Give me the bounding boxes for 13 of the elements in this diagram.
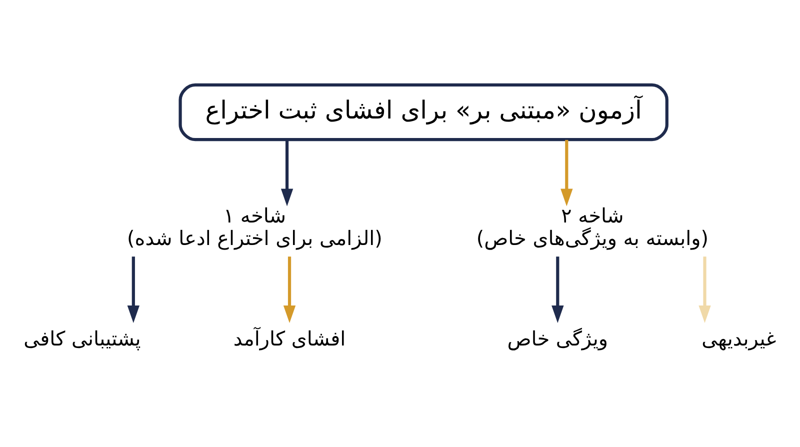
node-text: ویژگی خاص — [507, 326, 608, 350]
arrow — [283, 256, 296, 322]
arrow — [127, 256, 140, 322]
node-text: پشتیبانی کافی — [24, 326, 141, 350]
arrow — [560, 139, 573, 206]
arrow — [280, 139, 294, 206]
node-text: شاخه ۲ (وابسته به ویژگی‌های خاص) — [476, 204, 708, 250]
node-text: افشای کارآمد — [233, 326, 346, 350]
arrow — [698, 256, 711, 322]
node-text: غیربدیهی — [702, 326, 776, 350]
node-text: شاخه ۱ (الزامی برای اختراع ادعا شده) — [127, 204, 382, 250]
arrow — [552, 256, 564, 322]
node-box: آزمون «مبتنی بر» برای افشای ثبت اختراع — [178, 82, 668, 141]
